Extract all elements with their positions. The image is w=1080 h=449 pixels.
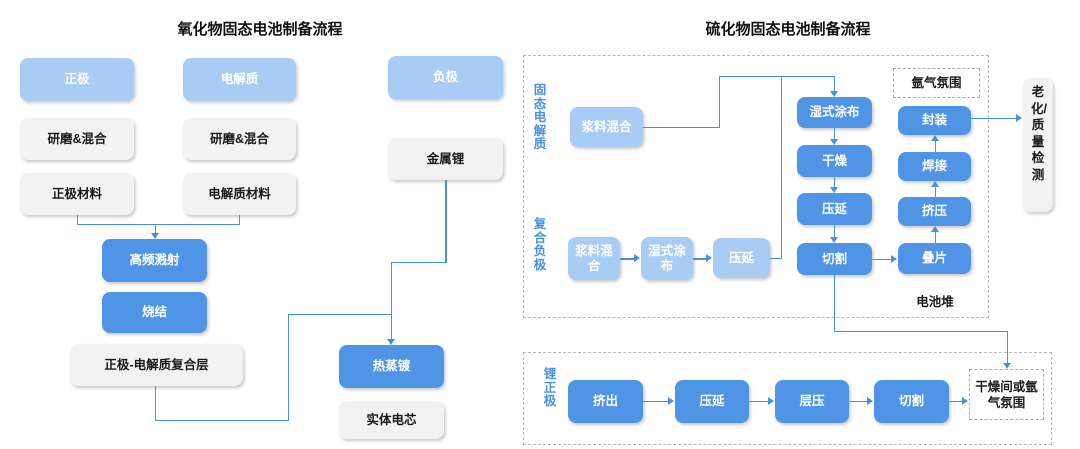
node-extrusion: 挤出: [568, 380, 643, 423]
connector-line: [620, 258, 634, 260]
node-thermal-evaporation: 热蒸镀: [339, 345, 444, 388]
flow-arrowhead: [634, 254, 640, 262]
connector-line: [971, 117, 1016, 119]
node-anode: 负极: [388, 56, 503, 99]
connector-line: [872, 258, 891, 260]
node-aging-quality-check: 老化/质量检测: [1023, 78, 1053, 212]
connector-line: [833, 128, 835, 139]
node-cathode-calendering: 压延: [675, 380, 749, 423]
flow-arrowhead: [830, 139, 838, 145]
flow-arrowhead: [830, 187, 838, 193]
node-electrolyte: 电解质: [183, 58, 296, 101]
node-electrolyte-material: 电解质材料: [183, 173, 296, 215]
node-anode-calendering: 压延: [713, 238, 770, 278]
connector-line: [934, 187, 936, 197]
node-cutting: 切割: [797, 243, 872, 275]
flow-arrowhead: [931, 226, 939, 232]
connector-line: [154, 386, 156, 420]
connector-line: [445, 180, 447, 262]
connector-line: [1006, 331, 1008, 363]
node-stacking: 叠片: [898, 243, 971, 274]
connector-line: [718, 75, 720, 128]
node-drying: 干燥: [797, 145, 872, 177]
sulfide-panel-title: 硫化物固态电池制备流程: [705, 21, 871, 38]
flow-arrowhead: [931, 181, 939, 187]
connector-line: [390, 262, 392, 339]
connector-line: [749, 400, 768, 402]
connector-line: [949, 400, 962, 402]
node-pressing: 挤压: [898, 197, 971, 226]
node-sintering: 烧结: [102, 292, 207, 333]
connector-line: [390, 261, 447, 263]
oxide-panel-title: 氧化物固态电池制备流程: [177, 21, 343, 38]
flow-arrowhead: [1016, 114, 1022, 122]
flow-arrowhead: [387, 339, 395, 345]
connector-line: [718, 75, 835, 77]
connector-line: [833, 275, 835, 331]
battery-stack-label: 电池堆: [916, 295, 954, 309]
argon-atmosphere-label: 氩气氛围: [893, 68, 980, 98]
connector-line: [934, 141, 936, 152]
node-solid-cell: 实体电芯: [339, 401, 444, 439]
node-anode-slurry-mixing: 浆料混合: [568, 237, 620, 280]
connector-line: [76, 223, 240, 225]
flow-arrowhead: [867, 397, 873, 405]
flow-arrowhead: [151, 233, 159, 239]
flow-arrowhead: [668, 397, 674, 405]
node-lithium-metal: 金属锂: [388, 138, 503, 180]
flow-arrowhead: [1003, 363, 1011, 369]
node-grind-mix-electrolyte: 研磨&混合: [183, 118, 296, 160]
connector-line: [693, 258, 706, 260]
flow-arrowhead: [768, 397, 774, 405]
node-cathode: 正极: [20, 58, 134, 101]
connector-line: [643, 400, 668, 402]
connector-line: [934, 232, 936, 243]
section-label-composite-anode: 复合负极: [533, 217, 547, 272]
connector-line: [76, 215, 78, 224]
node-electrolyte-slurry-mixing: 浆料混合: [570, 107, 643, 147]
connector-line: [780, 75, 782, 259]
node-grind-mix-cathode: 研磨&混合: [20, 118, 134, 160]
connector-line: [643, 126, 720, 128]
node-lamination: 层压: [775, 380, 849, 423]
connector-line: [287, 314, 289, 420]
node-welding: 焊接: [898, 152, 971, 181]
flow-arrowhead: [830, 91, 838, 97]
connector-line: [849, 400, 867, 402]
connector-line: [833, 177, 835, 187]
node-rf-sputtering: 高频溅射: [102, 239, 207, 282]
section-label-solid-electrolyte: 固态电解质: [533, 83, 547, 151]
connector-line: [154, 224, 156, 233]
flow-arrowhead: [891, 255, 897, 263]
connector-line: [833, 225, 835, 237]
section-label-lithium-cathode: 锂正极: [543, 367, 557, 408]
lithium-cathode-dashed-container: [523, 352, 1052, 445]
node-wet-coating: 湿式涂布: [797, 97, 872, 128]
node-cathode-cutting: 切割: [874, 380, 949, 423]
connector-line: [833, 330, 1008, 332]
flow-arrowhead: [830, 237, 838, 243]
node-calendering: 压延: [797, 193, 872, 225]
connector-line: [154, 419, 289, 421]
node-composite-layer: 正极-电解质复合层: [70, 344, 243, 386]
connector-line: [833, 75, 835, 92]
flow-arrowhead: [931, 135, 939, 141]
node-cathode-material: 正极材料: [20, 173, 134, 215]
flow-arrowhead: [706, 254, 712, 262]
node-anode-wet-coating: 湿式涂布: [641, 237, 693, 280]
node-packaging: 封装: [898, 106, 971, 135]
connector-line: [770, 257, 781, 259]
flow-arrowhead: [962, 397, 968, 405]
connector-line: [287, 313, 391, 315]
connector-line: [238, 215, 240, 224]
sulfide-main-dashed-container: [523, 55, 989, 318]
dry-room-label: 干燥间或氩气氛围: [969, 369, 1044, 420]
